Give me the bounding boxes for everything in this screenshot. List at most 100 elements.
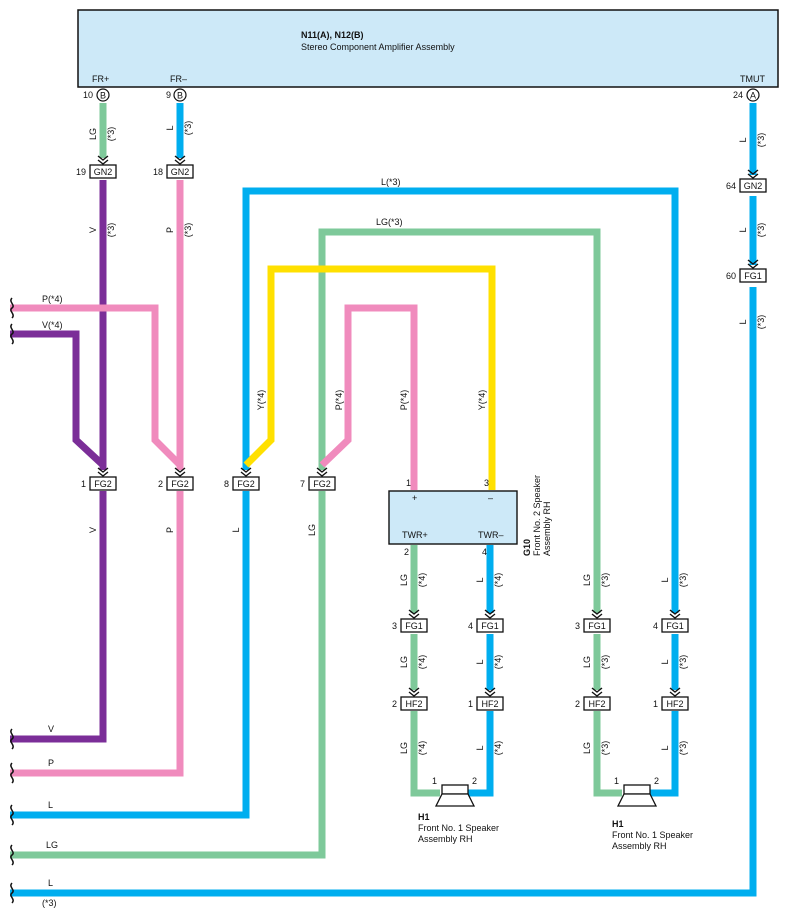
label-lg-n3-top: LG(*3) bbox=[376, 217, 403, 227]
connector-pin-fg2_7: 7 bbox=[300, 479, 305, 489]
connector-box-fg2_8 bbox=[232, 476, 260, 491]
chevron-down-icon bbox=[591, 609, 603, 615]
speaker-right-pin-1: 1 bbox=[614, 776, 619, 786]
label-l-7: L bbox=[475, 745, 485, 750]
amplifier-name: Stereo Component Amplifier Assembly bbox=[301, 42, 455, 52]
connector-pin-gn2_64: 64 bbox=[726, 181, 736, 191]
connector-box-gn2_64 bbox=[739, 178, 767, 193]
connector-pin-hf2_c: 2 bbox=[575, 699, 580, 709]
label-n4-6: (*4) bbox=[493, 655, 503, 670]
connector-pin-fg1_b: 4 bbox=[468, 621, 473, 631]
terminal-conn-a-24: A bbox=[750, 91, 756, 101]
label-v-bottom: V bbox=[48, 724, 54, 734]
label-n3-7: (*3) bbox=[600, 655, 610, 670]
connector-name-fg1_d: FG1 bbox=[666, 621, 684, 631]
label-lg-5: LG bbox=[399, 656, 409, 668]
chevron-down-icon bbox=[747, 259, 759, 265]
chevron-down-icon bbox=[669, 687, 681, 693]
continuation-mark-icon bbox=[10, 882, 14, 904]
label-n3-bottom: (*3) bbox=[42, 898, 57, 908]
chevron-down-icon bbox=[669, 613, 681, 619]
connector-name-hf2_a: HF2 bbox=[405, 699, 422, 709]
amplifier-assembly: N11(A), N12(B) Stereo Component Amplifie… bbox=[77, 9, 779, 102]
chevron-down-icon bbox=[747, 173, 759, 179]
connector-box-fg2_2 bbox=[166, 476, 194, 491]
speaker-magnet-icon bbox=[623, 784, 651, 795]
label-p-n4-2: P(*4) bbox=[399, 390, 409, 411]
label-l-5: L bbox=[475, 659, 485, 664]
label-n3-3: (*3) bbox=[106, 223, 116, 238]
connector-pin-fg2_8: 8 bbox=[224, 479, 229, 489]
connector-box-fg1_d bbox=[661, 618, 689, 633]
wire-lg-hf2-to-speaker-a bbox=[410, 711, 440, 797]
connector-box-fg2_1 bbox=[89, 476, 117, 491]
wire-y-option4 bbox=[243, 265, 496, 490]
continuation-marks bbox=[10, 297, 14, 904]
chevron-down-icon bbox=[591, 691, 603, 697]
chevron-down-icon bbox=[97, 471, 109, 477]
label-l-n3-top: L(*3) bbox=[381, 177, 401, 187]
connector-box-fg1_a bbox=[400, 618, 428, 633]
tweeter-g10: + – TWR+ TWR– 1 3 2 4 G10 Front No. 2 Sp… bbox=[388, 475, 552, 557]
connector-pin-fg1_a: 3 bbox=[392, 621, 397, 631]
speaker-h1-right: 1 2 H1 Front No. 1 Speaker Assembly RH bbox=[612, 776, 693, 851]
speaker-cone-icon bbox=[616, 793, 658, 807]
chevron-down-icon bbox=[408, 691, 420, 697]
label-n3-10: (*3) bbox=[678, 741, 688, 756]
connector-name-hf2_b: HF2 bbox=[481, 699, 498, 709]
wire-lg-option3-loop bbox=[318, 228, 601, 613]
chevron-down-icon bbox=[174, 155, 186, 161]
wire-l-hf2-to-speaker-b bbox=[650, 711, 679, 797]
tweeter-plus: + bbox=[412, 493, 417, 503]
chevron-down-icon bbox=[174, 467, 186, 473]
connector-box-hf2_a bbox=[400, 696, 428, 711]
label-l-6: L bbox=[660, 659, 670, 664]
label-n4-5: (*4) bbox=[417, 655, 427, 670]
label-lg-4: LG bbox=[582, 574, 592, 586]
connector-name-fg2_7: FG2 bbox=[313, 479, 331, 489]
connector-name-gn2_19: GN2 bbox=[94, 167, 113, 177]
terminal-fr-minus-label: FR– bbox=[170, 74, 187, 84]
label-n4-7: (*4) bbox=[417, 741, 427, 756]
chevron-down-icon bbox=[316, 471, 328, 477]
connector-box-hf2_c bbox=[583, 696, 611, 711]
connector-name-fg2_1: FG2 bbox=[94, 479, 112, 489]
connector-pin-gn2_19: 19 bbox=[76, 167, 86, 177]
connector-arrows bbox=[97, 155, 759, 697]
continuation-mark-icon bbox=[10, 728, 14, 750]
tweeter-box bbox=[388, 490, 518, 545]
tweeter-name-line2: Assembly RH bbox=[542, 501, 552, 556]
label-n3-6: (*3) bbox=[678, 573, 688, 588]
wire-p-option4 bbox=[10, 304, 183, 468]
label-p-1: P bbox=[165, 227, 175, 233]
label-l-tmut-1: L bbox=[738, 137, 748, 142]
wire-l-fg1-out bbox=[10, 287, 757, 897]
continuation-mark-icon bbox=[10, 323, 14, 345]
wire-lg-hf2-to-speaker-b bbox=[593, 711, 622, 797]
tweeter-twr-minus: TWR– bbox=[478, 530, 504, 540]
speaker-cone-icon bbox=[434, 793, 476, 807]
label-p-n4-1: P(*4) bbox=[334, 390, 344, 411]
connector-box-hf2_b bbox=[476, 696, 504, 711]
connector-name-fg1_60: FG1 bbox=[744, 271, 762, 281]
terminal-circle-b-9 bbox=[173, 88, 187, 102]
connector-name-gn2_64: GN2 bbox=[744, 181, 763, 191]
speaker-h1-left: 1 2 H1 Front No. 1 Speaker Assembly RH bbox=[418, 776, 499, 844]
connector-box-gn2_18 bbox=[166, 164, 194, 179]
connector-pin-fg1_c: 3 bbox=[575, 621, 580, 631]
label-lg-bottom: LG bbox=[46, 840, 58, 850]
wire-l-out bbox=[10, 491, 250, 819]
label-lg-3: LG bbox=[399, 574, 409, 586]
connector-pin-hf2_a: 2 bbox=[392, 699, 397, 709]
connector-pin-fg2_2: 2 bbox=[158, 479, 163, 489]
chevron-down-icon bbox=[240, 467, 252, 473]
wire-l-option3-loop bbox=[242, 187, 679, 613]
speaker-left-pin-2: 2 bbox=[472, 776, 477, 786]
connector-name-fg1_c: FG1 bbox=[588, 621, 606, 631]
label-lg-8: LG bbox=[582, 742, 592, 754]
label-n4-8: (*4) bbox=[493, 741, 503, 756]
connector-pin-fg1_d: 4 bbox=[653, 621, 658, 631]
continuation-mark-icon bbox=[10, 297, 14, 319]
connector-box-fg1_60 bbox=[739, 268, 767, 283]
chevron-down-icon bbox=[97, 159, 109, 165]
